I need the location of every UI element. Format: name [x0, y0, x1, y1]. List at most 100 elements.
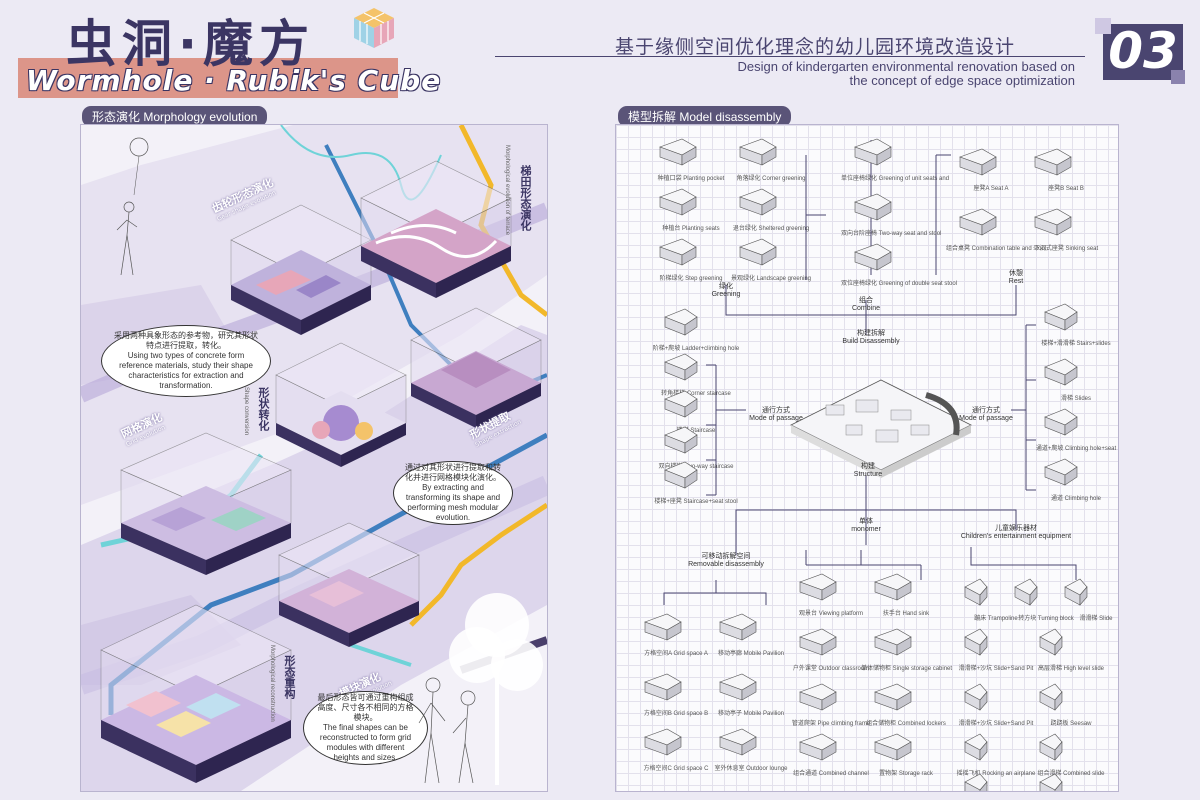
node-structure-en: Structure [853, 471, 883, 478]
component-sketch [739, 188, 777, 216]
passage-left-label: 楼梯 Staircase [676, 428, 716, 434]
equipment-label: 滑滑梯+沙坑 Slide+Sand Pit [958, 666, 1034, 672]
subtitle-en: Design of kindergarten environmental ren… [640, 60, 1076, 88]
component-sketch [854, 138, 892, 166]
center-exploded-model [790, 379, 972, 478]
label-shape-en: Shape conversion [243, 387, 249, 436]
equipment-label: 滑滑梯 Slide [1079, 616, 1113, 622]
node-structure: 构建 Structure [838, 463, 898, 479]
rest-label: 座凳B Seat B [1048, 186, 1084, 192]
tree-sketch-illustration [449, 593, 543, 785]
right-panel-tag: 模型拆解 Model disassembly [618, 106, 792, 127]
component-sketch [664, 353, 698, 381]
speech-bubble-reconstruct: 最后形态皆可通过重构组成高度、尺寸各不相同的方格模块。 The final sh… [303, 691, 428, 765]
component-sketch [799, 683, 837, 711]
component-sketch [874, 628, 912, 656]
passage-right-label: 楼梯+滑滑梯 Stairs+slides [1041, 341, 1111, 347]
equipment-label: 高层滑梯 High level slide [1037, 666, 1105, 672]
component-sketch [964, 773, 988, 791]
node-removable-en: Removable disassembly [688, 561, 764, 568]
cube-terrace [360, 160, 512, 298]
speech-bubble-reference: 采用两种具象形态的参考物，研究其形状特点进行提取，转化。 Using two t… [101, 325, 271, 397]
greening-label: 角落绿化 Corner greening [736, 176, 806, 182]
greening-label: 种植口袋 Planting pocket [657, 176, 725, 182]
node-rest: 休憩 Rest [986, 270, 1046, 286]
bubble-3-cn: 最后形态皆可通过重构组成高度、尺寸各不相同的方格模块。 [317, 693, 414, 722]
label-final-en: Morphological reconstruction [269, 645, 275, 722]
passage-right-label: 滑梯 Slides [1060, 396, 1091, 402]
component-sketch [799, 733, 837, 761]
label-shape-cn: 形状转化 [257, 387, 270, 431]
removable-label: 移动亭子 Mobile Pavilion [717, 711, 785, 717]
component-sketch [964, 628, 988, 656]
bubble-2-cn: 通过对其形状进行提取和转化并进行网格模块化演化。 [405, 463, 501, 482]
node-combine-cn: 组合 [859, 297, 873, 304]
component-sketch [664, 390, 698, 418]
component-sketch [854, 243, 892, 271]
node-rest-cn: 休憩 [1009, 270, 1023, 277]
node-removable: 可移动拆解空间 Removable disassembly [671, 553, 781, 569]
greening-label: 景观绿化 Landscape greening [730, 276, 812, 282]
node-greening-en: Greening [711, 291, 741, 298]
node-passage-right: 通行方式 Mode of passage [951, 407, 1021, 423]
title-cn: 虫洞·魔方 [66, 15, 315, 73]
page-number-badge: 03 [1095, 18, 1187, 84]
node-greening-cn: 绿化 [719, 283, 733, 290]
subtitle-en-line2: the concept of edge space optimization [849, 73, 1075, 88]
label-terrace-en: Morphological evolution of terrace [504, 145, 510, 236]
equipment-label: 滑滑梯+沙坑 Slide+Sand Pit [958, 721, 1034, 727]
cube-shape [275, 342, 407, 467]
combine-label: 单位座椅绿化 Greening of unit seats and [841, 176, 950, 182]
component-sketch [659, 138, 697, 166]
component-sketch [1044, 408, 1078, 436]
removable-label: 方格空间B Grid space B [643, 711, 709, 717]
rest-label: 下沉式座凳 Sinking seat [1033, 246, 1099, 252]
monomer-label: 扶手台 Hand sink [882, 611, 930, 617]
greening-label: 退台绿化 Sheltered greening [732, 226, 810, 232]
node-equipment: 儿童娱乐器材 Children's entertainment equipmen… [946, 525, 1086, 541]
component-sketch [964, 733, 988, 761]
component-sketch [1034, 148, 1072, 176]
component-sketch [799, 573, 837, 601]
node-center-en: Build Disassembly [842, 338, 900, 345]
monomer-label: 组合储物柜 Combined lockers [866, 721, 946, 727]
component-sketch [1039, 773, 1063, 791]
component-sketch [874, 733, 912, 761]
component-sketch [1034, 208, 1072, 236]
node-monomer-cn: 单体 [859, 518, 873, 525]
component-sketch [959, 148, 997, 176]
rest-label: 座凳A Seat A [973, 186, 1009, 192]
cube-extract [410, 307, 542, 428]
component-sketch [664, 426, 698, 454]
node-passage-right-en: Mode of passage [959, 415, 1013, 422]
left-panel-tag: 形态演化 Morphology evolution [82, 106, 268, 127]
monomer-label: 户外课堂 Outdoor classroom [792, 666, 870, 672]
passage-left-label: 转角楼梯 Corner staircase [661, 391, 731, 397]
passage-right-items: 楼梯+滑滑梯 Stairs+slides 滑梯 Slides 通道+爬坡 Climb… [616, 125, 1116, 502]
combine-label: 双位座椅绿化 Greening of double seat stool [841, 281, 958, 287]
subtitle-cn: 基于缘侧空间优化理念的幼儿园环境改造设计 [615, 36, 1016, 58]
component-sketch [959, 208, 997, 236]
component-sketch [719, 673, 757, 701]
greening-label: 阶梯绿化 Step greening [659, 276, 723, 282]
people-sketch-illustration [418, 677, 476, 783]
equipment-label: 组合滑梯 Combined slide [1037, 771, 1105, 777]
page-number: 03 [1108, 22, 1178, 80]
passage-left-items: 阶梯+爬坡 Ladder+climbing hole 转角楼梯 Corner st… [616, 125, 739, 505]
node-passage-left-cn: 通行方式 [762, 407, 790, 414]
passage-right-label: 通道 Climbing hole [1050, 496, 1102, 502]
passage-left-label: 楼梯+座凳 Staircase+seat stool [654, 499, 738, 505]
speech-bubble-extraction: 通过对其形状进行提取和转化并进行网格模块化演化。 By extracting a… [393, 461, 513, 525]
monomer-label: 置物架 Storage rack [879, 771, 933, 777]
component-sketch [964, 683, 988, 711]
passage-right-label: 通道+爬坡 Climbing hole+seat [1035, 446, 1117, 452]
node-rest-en: Rest [1008, 278, 1024, 285]
node-center-cn: 构建拆解 [857, 330, 885, 337]
bubble-3-en: The final shapes can be reconstructed to… [319, 723, 412, 762]
label-terrace: 梯田形态演化 [517, 165, 533, 231]
passage-left-label: 阶梯+爬坡 Ladder+climbing hole [652, 346, 740, 352]
component-sketch [664, 461, 698, 489]
node-passage-left-en: Mode of passage [749, 415, 803, 422]
